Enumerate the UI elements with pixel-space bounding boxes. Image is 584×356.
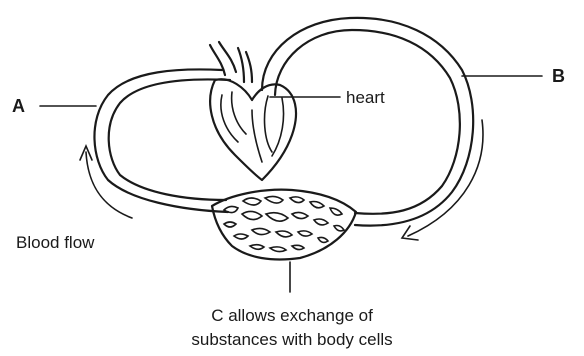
vessel-loop-right: [262, 18, 473, 226]
capillary-bed: [212, 190, 356, 260]
label-a: A: [12, 96, 25, 116]
label-c-line1: C allows exchange of: [211, 306, 373, 325]
label-b: B: [552, 66, 565, 86]
arrow-right-downward-icon: [402, 120, 483, 240]
label-blood-flow: Blood flow: [16, 233, 95, 252]
label-c-line2: substances with body cells: [191, 330, 392, 349]
label-heart: heart: [346, 88, 385, 107]
heart: [210, 42, 296, 180]
arrow-left-upward-icon: [80, 146, 132, 218]
vessel-loop-left: [94, 69, 230, 212]
